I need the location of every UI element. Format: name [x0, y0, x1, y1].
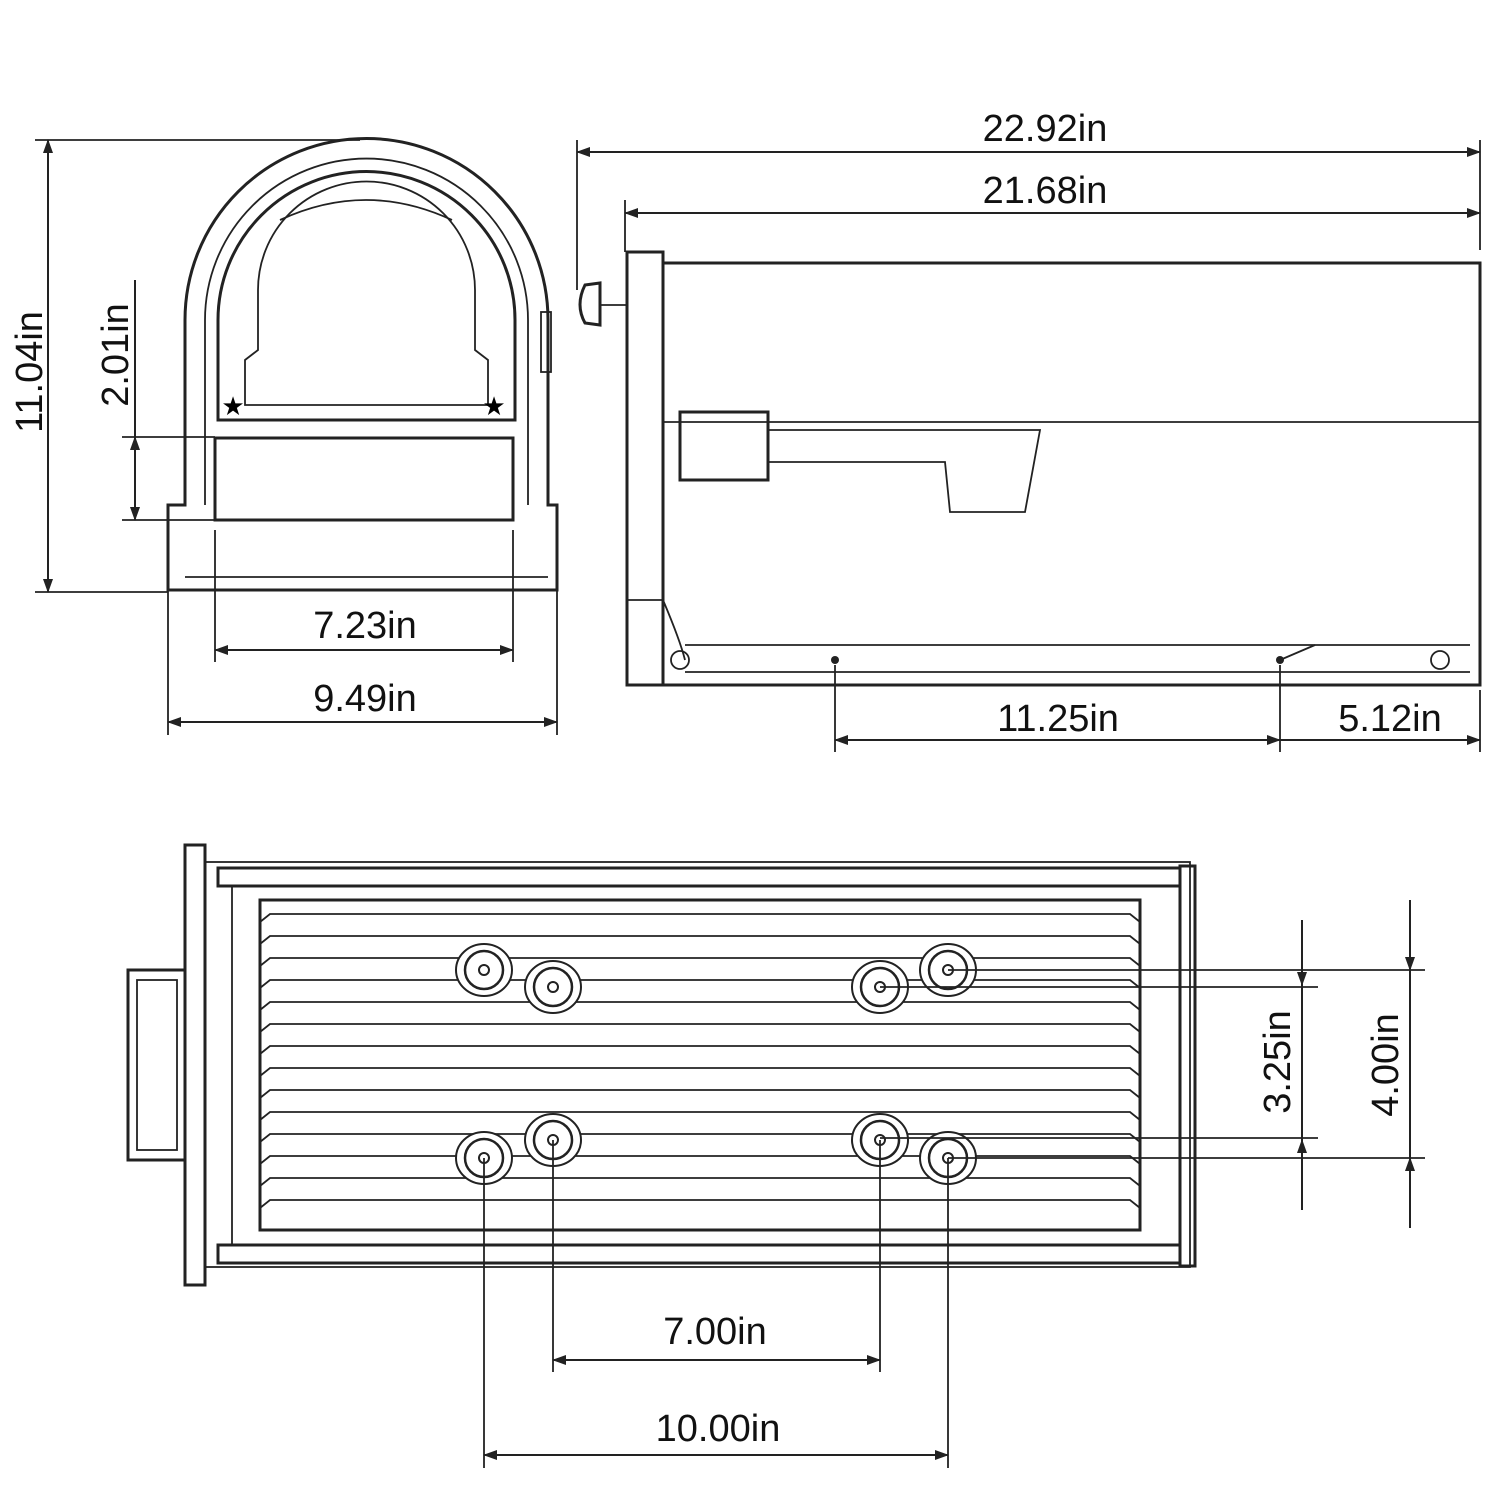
star-icon: ★	[221, 392, 244, 421]
rib	[259, 913, 1141, 923]
rib	[259, 1023, 1141, 1033]
label-side-hole-spacing: 11.25in	[997, 698, 1119, 740]
rib	[259, 1199, 1141, 1209]
rib	[259, 1155, 1141, 1165]
label-outer-bolt-cross: 4.00in	[1365, 1013, 1407, 1117]
bottom-view	[126, 843, 1197, 1287]
bolt-icon	[455, 943, 513, 997]
rib	[259, 1045, 1141, 1055]
label-side-rear-offset: 5.12in	[1338, 698, 1442, 740]
label-overall-width: 9.49in	[313, 678, 417, 720]
label-overall-height: 11.04in	[9, 311, 51, 433]
bolt-icon	[524, 960, 582, 1014]
label-overall-length: 22.92in	[983, 108, 1108, 150]
rib	[259, 979, 1141, 989]
label-inner-bolt-length: 7.00in	[663, 1311, 767, 1353]
rib	[259, 1067, 1141, 1077]
dimension-lines	[35, 139, 1481, 1468]
rib	[259, 957, 1141, 967]
star-icon: ★	[482, 392, 505, 421]
label-door-panel-height: 2.01in	[95, 303, 137, 407]
label-body-length: 21.68in	[983, 170, 1108, 212]
front-view: ★ ★	[166, 137, 559, 592]
label-outer-bolt-length: 10.00in	[656, 1408, 781, 1450]
rib	[259, 1089, 1141, 1099]
label-inner-width: 7.23in	[313, 605, 417, 647]
rib	[259, 935, 1141, 945]
dimension-labels: 22.92in 21.68in 11.04in 2.01in 7.23in 9.…	[9, 108, 1442, 1450]
rib	[259, 1177, 1141, 1187]
rib	[259, 1001, 1141, 1011]
rib	[259, 1111, 1141, 1121]
flag-knob-icon	[578, 281, 602, 327]
label-inner-bolt-cross: 3.25in	[1257, 1010, 1299, 1114]
side-view	[578, 250, 1482, 687]
